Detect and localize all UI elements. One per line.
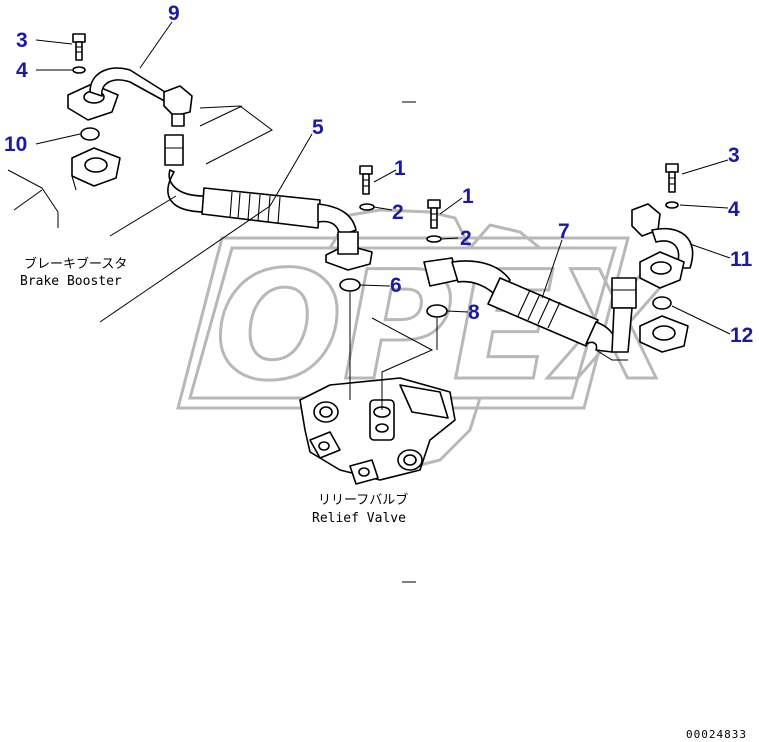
callout-12: 12 (730, 324, 753, 347)
callout-2-center-right: 2 (460, 227, 472, 250)
pipe-11-assembly (631, 163, 694, 353)
document-id: 00024833 (686, 728, 747, 741)
relief-valve-label-en: Relief Valve (312, 511, 406, 526)
gasket-12 (652, 296, 672, 310)
gasket-10 (80, 127, 100, 141)
hose-7 (423, 257, 637, 353)
washer-4-right (665, 201, 679, 209)
callout-4-left: 4 (16, 59, 28, 82)
callout-11: 11 (730, 248, 753, 271)
pipe-11-tube (651, 227, 694, 269)
callout-1-center-left: 1 (394, 157, 406, 180)
bolt-1-center-right (426, 199, 442, 243)
pipe-9-assembly (67, 33, 193, 191)
callout-9: 9 (168, 2, 180, 25)
captions: ブレーキブースタ Brake Booster リリーフバルブ Relief Va… (20, 256, 747, 741)
callout-8: 8 (468, 301, 480, 324)
bolt-3-right (665, 163, 679, 193)
gasket-6 (339, 278, 361, 292)
pipe-9-elbow (163, 85, 193, 117)
bolt-3-left (72, 33, 86, 61)
relief-valve-label-jp: リリーフバルブ (318, 492, 408, 508)
hose-5-body (201, 187, 321, 229)
washer-4-left (72, 66, 86, 74)
relief-valve (299, 377, 456, 485)
callouts: 9 3 4 10 5 1 2 1 2 7 6 8 3 4 11 12 (4, 2, 753, 347)
callout-7: 7 (558, 220, 570, 243)
leader-lines (7, 21, 731, 583)
callout-10: 10 (4, 133, 27, 156)
callout-3-right: 3 (728, 144, 740, 167)
bolt-1-center-left (359, 165, 375, 211)
hose-5 (164, 134, 373, 271)
washer-2-center-left (359, 203, 375, 211)
callout-3-left: 3 (16, 29, 28, 52)
callout-2-center-left: 2 (392, 201, 404, 224)
callout-1-center-right: 1 (462, 185, 474, 208)
callout-6: 6 (390, 274, 402, 297)
gasket-8 (426, 304, 448, 318)
brake-booster-label-jp: ブレーキブースタ (24, 256, 127, 272)
callout-4-right: 4 (728, 198, 740, 221)
washer-2-center-right (426, 235, 442, 243)
brake-booster-label-en: Brake Booster (20, 274, 122, 289)
callout-5: 5 (312, 116, 324, 139)
